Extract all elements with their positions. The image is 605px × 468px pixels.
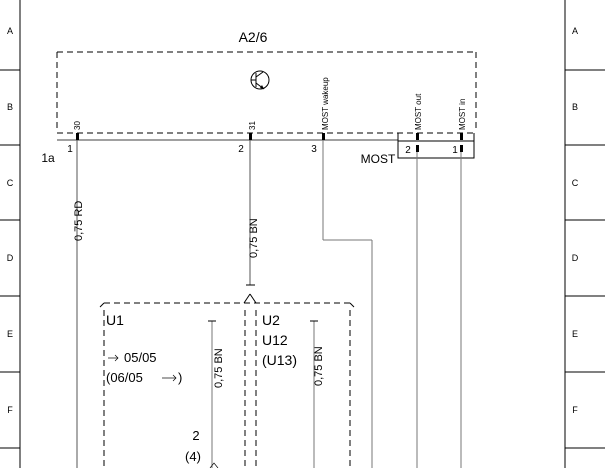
zone-label-right-e: E: [572, 329, 578, 339]
most-connector-label: MOST: [361, 152, 396, 166]
pin-signal-most-wakeup: MOST wakeup: [321, 77, 330, 130]
variant-to-close: ): [178, 370, 182, 385]
pin-signal-31: 31: [248, 121, 257, 130]
most-pin-number-2: 2: [405, 145, 411, 156]
pin-signal-most-out: MOST out: [414, 93, 423, 130]
zone-label-left-a: A: [7, 26, 13, 36]
variant-bracket: [99, 293, 355, 468]
ground-marker-icon: [209, 462, 219, 468]
zone-label-right-a: A: [572, 26, 578, 36]
pin-number-2: 2: [238, 144, 244, 155]
pin-number-1: 1: [67, 144, 73, 155]
variant-code-left: U1: [106, 312, 124, 328]
pin-markers: [76, 133, 463, 140]
zone-label-right-d: D: [572, 253, 579, 263]
pin-signal-most-in: MOST in: [458, 99, 467, 130]
pin-number-3: 3: [311, 144, 317, 155]
right-zone-labels: A B C D E F: [572, 26, 579, 415]
arrow-right-icon: [162, 374, 177, 382]
zone-label-right-f: F: [572, 405, 578, 415]
most-connector: [397, 133, 475, 159]
variant-from-date: 05/05: [124, 350, 157, 365]
variant-alt-code: U12: [262, 332, 288, 348]
wire-label-bn-right: 0,75 BN: [313, 346, 325, 386]
most-pin-number-1: 1: [452, 145, 458, 156]
transistor-icon: [250, 70, 270, 90]
component-a2-6-outline: [56, 51, 477, 141]
component-name: A2/6: [239, 29, 268, 45]
variant-alt-code-paren: (U13): [262, 352, 297, 368]
zone-label-right-b: B: [572, 102, 578, 112]
zone-label-right-c: C: [572, 178, 579, 188]
zone-label-left-b: B: [7, 102, 13, 112]
pin-signal-30: 30: [73, 121, 82, 130]
variant-to-date: (06/05: [106, 370, 143, 385]
left-zone-labels: A B C D E F: [7, 26, 14, 415]
wires: [76, 140, 462, 468]
zone-label-left-c: C: [7, 178, 14, 188]
zone-label-left-f: F: [7, 405, 13, 415]
wire-label-31: 0,75 BN: [248, 218, 260, 258]
ground-point-number: 2: [192, 428, 199, 443]
wire-label-bn-left: 0,75 BN: [213, 348, 225, 388]
wire-label-30: 0,75 RD: [73, 201, 85, 241]
variant-code-right: U2: [262, 312, 280, 328]
zone-label-left-e: E: [7, 329, 13, 339]
zone-label-left-d: D: [7, 253, 14, 263]
ground-point-reference: (4): [185, 449, 201, 464]
connector-label: 1a: [41, 151, 55, 165]
arrow-right-icon: [108, 354, 119, 362]
